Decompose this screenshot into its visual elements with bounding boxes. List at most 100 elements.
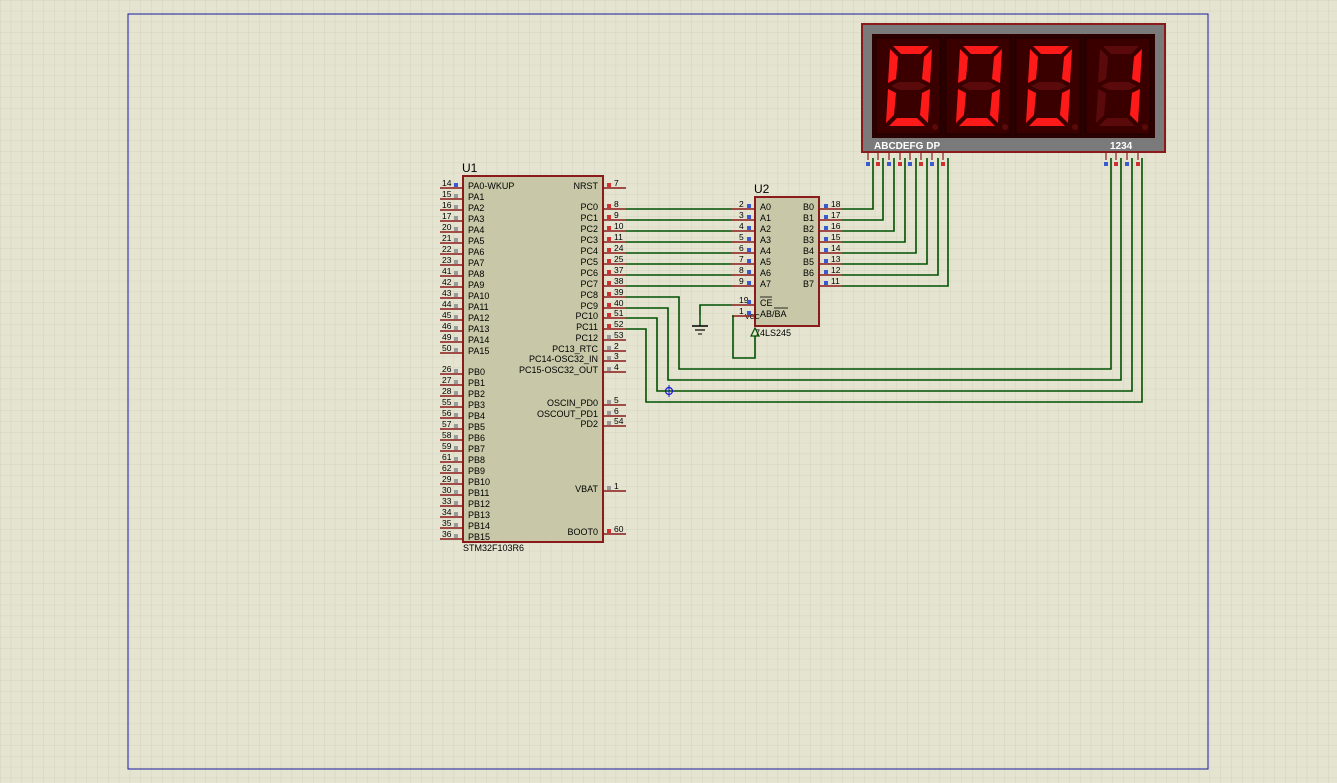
u1-pin-terminal[interactable] bbox=[454, 501, 458, 505]
display-pin-terminal[interactable] bbox=[866, 162, 870, 166]
display-pin-terminal[interactable] bbox=[941, 162, 945, 166]
u1-pin-number: 26 bbox=[442, 364, 452, 374]
u1-pin-terminal[interactable] bbox=[607, 313, 611, 317]
u2-pin-terminal[interactable] bbox=[747, 311, 751, 315]
u1-pin-terminal[interactable] bbox=[607, 421, 611, 425]
u1-pin-terminal[interactable] bbox=[607, 346, 611, 350]
u1-pin-terminal[interactable] bbox=[607, 367, 611, 371]
u1-pin-terminal[interactable] bbox=[454, 337, 458, 341]
seven-segment-display[interactable]: 0001 ABCDEFG DP 1234 bbox=[861, 23, 1166, 166]
wire bbox=[626, 158, 1133, 392]
u1-pin-terminal[interactable] bbox=[454, 282, 458, 286]
u1-pin-terminal[interactable] bbox=[454, 446, 458, 450]
u1-pin-terminal[interactable] bbox=[607, 411, 611, 415]
u2-pin-terminal[interactable] bbox=[824, 237, 828, 241]
u2-pin-number: 14 bbox=[831, 243, 841, 253]
u1-pin-terminal[interactable] bbox=[454, 348, 458, 352]
u2-pin-number: 13 bbox=[831, 254, 841, 264]
u2-pin-terminal[interactable] bbox=[747, 270, 751, 274]
u1-pin-terminal[interactable] bbox=[607, 226, 611, 230]
u2-pin-terminal[interactable] bbox=[747, 248, 751, 252]
u1-pin-terminal[interactable] bbox=[454, 293, 458, 297]
u1-pin-terminal[interactable] bbox=[454, 260, 458, 264]
display-pin-terminal[interactable] bbox=[1104, 162, 1108, 166]
u1-pin-terminal[interactable] bbox=[607, 270, 611, 274]
u2-pin-terminal[interactable] bbox=[824, 215, 828, 219]
u1-pin-terminal[interactable] bbox=[454, 435, 458, 439]
u2-pin-terminal[interactable] bbox=[747, 215, 751, 219]
display-pin-terminal[interactable] bbox=[1125, 162, 1129, 166]
u2-pin-terminal[interactable] bbox=[747, 226, 751, 230]
u1-pin-terminal[interactable] bbox=[454, 249, 458, 253]
u1-pin-terminal[interactable] bbox=[607, 183, 611, 187]
u1-pin-number: 10 bbox=[614, 221, 624, 231]
u2-pin-terminal[interactable] bbox=[824, 204, 828, 208]
u1-pin-terminal[interactable] bbox=[607, 400, 611, 404]
u1-pin-terminal[interactable] bbox=[454, 424, 458, 428]
u2-pin-terminal[interactable] bbox=[747, 300, 751, 304]
u2-pin-terminal[interactable] bbox=[747, 204, 751, 208]
u1-pin-terminal[interactable] bbox=[607, 281, 611, 285]
u2-pin-terminal[interactable] bbox=[747, 259, 751, 263]
display-pin-terminal[interactable] bbox=[930, 162, 934, 166]
u2-body[interactable] bbox=[754, 196, 820, 327]
u1-pin-terminal[interactable] bbox=[454, 271, 458, 275]
u1-pin-terminal[interactable] bbox=[454, 227, 458, 231]
u1-pin-terminal[interactable] bbox=[607, 529, 611, 533]
u1-pin-terminal[interactable] bbox=[607, 215, 611, 219]
u1-pin-terminal[interactable] bbox=[454, 523, 458, 527]
u1-pin-terminal[interactable] bbox=[454, 479, 458, 483]
u1-pin-name: PA0-WKUP bbox=[468, 181, 514, 191]
u2-pin-terminal[interactable] bbox=[747, 281, 751, 285]
u1-pin-terminal[interactable] bbox=[607, 292, 611, 296]
u1-pin-terminal[interactable] bbox=[607, 486, 611, 490]
display-pin-terminal[interactable] bbox=[908, 162, 912, 166]
u1-pin-terminal[interactable] bbox=[607, 248, 611, 252]
u2-pin-terminal[interactable] bbox=[824, 281, 828, 285]
display-pin-terminal[interactable] bbox=[876, 162, 880, 166]
u1-pin-terminal[interactable] bbox=[454, 534, 458, 538]
u1-pin-terminal[interactable] bbox=[454, 490, 458, 494]
u2-pin-terminal[interactable] bbox=[747, 237, 751, 241]
u1-body[interactable] bbox=[462, 175, 604, 543]
u1-pin-terminal[interactable] bbox=[454, 194, 458, 198]
u1-pin-terminal[interactable] bbox=[454, 304, 458, 308]
u1-pin-terminal[interactable] bbox=[454, 326, 458, 330]
u1-pin-terminal[interactable] bbox=[607, 335, 611, 339]
u1-pin-terminal[interactable] bbox=[454, 380, 458, 384]
u1-pin-terminal[interactable] bbox=[607, 237, 611, 241]
u1-pin-number: 35 bbox=[442, 518, 452, 528]
u1-pin-terminal[interactable] bbox=[454, 468, 458, 472]
u2-pin-terminal[interactable] bbox=[824, 248, 828, 252]
u1-pin-terminal[interactable] bbox=[454, 402, 458, 406]
u1-pin-terminal[interactable] bbox=[454, 391, 458, 395]
digit-decimal-point bbox=[1142, 124, 1148, 130]
u2-pin-terminal[interactable] bbox=[824, 259, 828, 263]
u1-pin-terminal[interactable] bbox=[454, 238, 458, 242]
u1-pin-terminal[interactable] bbox=[454, 205, 458, 209]
display-pin-terminal[interactable] bbox=[887, 162, 891, 166]
u2-pin-terminal[interactable] bbox=[824, 270, 828, 274]
u1-pin-terminal[interactable] bbox=[454, 183, 458, 187]
u1-pin-terminal[interactable] bbox=[454, 315, 458, 319]
u1-pin-terminal[interactable] bbox=[454, 457, 458, 461]
display-pin-terminal[interactable] bbox=[919, 162, 923, 166]
u1-pin-terminal[interactable] bbox=[454, 512, 458, 516]
u1-pin-terminal[interactable] bbox=[607, 259, 611, 263]
u2-pin-terminal[interactable] bbox=[824, 226, 828, 230]
u1-pin-terminal[interactable] bbox=[454, 216, 458, 220]
u1-pin-terminal[interactable] bbox=[454, 413, 458, 417]
u1-pin-terminal[interactable] bbox=[607, 204, 611, 208]
display-pin-terminal[interactable] bbox=[1114, 162, 1118, 166]
u1-pin-terminal[interactable] bbox=[607, 324, 611, 328]
display-pin-terminal[interactable] bbox=[1136, 162, 1140, 166]
u1-pin-terminal[interactable] bbox=[607, 303, 611, 307]
digit-segment bbox=[1060, 89, 1070, 123]
u1-pin-terminal[interactable] bbox=[607, 356, 611, 360]
u1-pin-terminal[interactable] bbox=[454, 369, 458, 373]
wire bbox=[842, 158, 884, 221]
display-pin-terminal[interactable] bbox=[898, 162, 902, 166]
